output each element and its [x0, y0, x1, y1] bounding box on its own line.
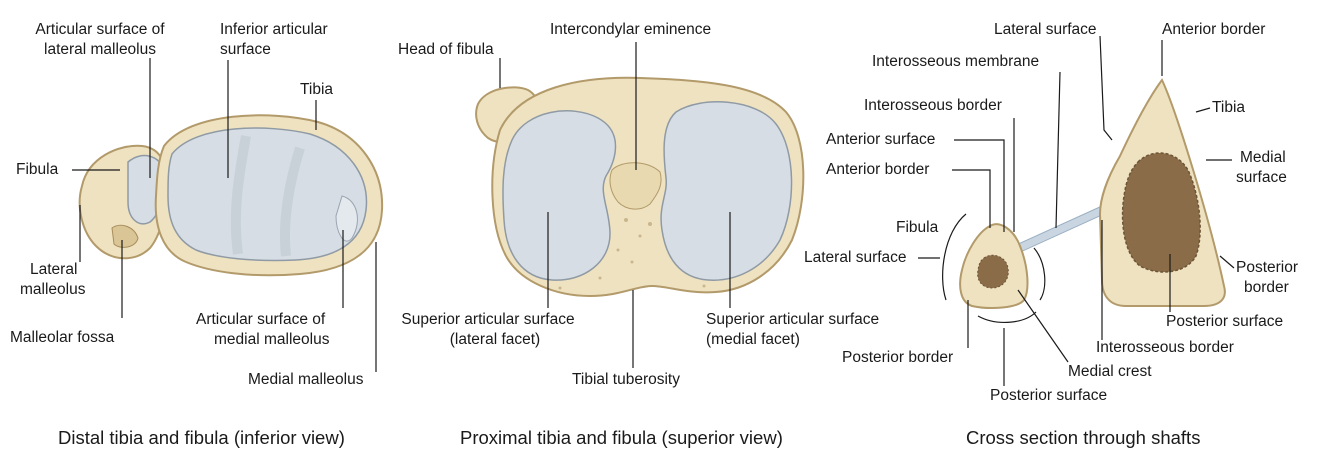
label-tibial-tuberosity: Tibial tuberosity	[572, 370, 680, 390]
label-posterior-border-tibia: Posterior border	[1236, 258, 1298, 298]
label-posterior-surface-fibula: Posterior surface	[990, 386, 1107, 406]
inferior-articular-facet	[168, 128, 366, 260]
label-head-of-fibula: Head of fibula	[398, 40, 494, 60]
label-anterior-border-fibula: Anterior border	[826, 160, 929, 180]
label-malleolar-fossa: Malleolar fossa	[10, 328, 114, 348]
interosseous-membrane-shape	[1014, 206, 1104, 254]
label-medial-malleolus: Medial malleolus	[248, 370, 363, 390]
label-anterior-surface-fibula: Anterior surface	[826, 130, 935, 150]
distal-view-drawing	[80, 115, 382, 275]
label-inferior-articular-surface: Inferior articular surface	[216, 20, 356, 60]
label-medial-surface-tibia: Medial surface	[1236, 148, 1287, 188]
label-lateral-surface-fibula: Lateral surface	[804, 248, 907, 268]
label-articular-surface-lateral-malleolus: Articular surface of lateral malleolus	[26, 20, 174, 60]
caption-distal-view: Distal tibia and fibula (inferior view)	[58, 426, 345, 450]
label-tibia-distal: Tibia	[300, 80, 333, 100]
label-interosseous-border-tibia: Interosseous border	[1096, 338, 1234, 358]
label-lateral-surface-tibia: Lateral surface	[994, 20, 1097, 40]
label-tibia-cross: Tibia	[1212, 98, 1245, 118]
proximal-view-drawing	[476, 78, 803, 296]
label-lateral-malleolus: Lateral malleolus	[20, 260, 85, 300]
label-medial-crest: Medial crest	[1068, 362, 1152, 382]
label-interosseous-membrane: Interosseous membrane	[872, 52, 1039, 72]
label-superior-articular-medial: Superior articular surface (medial facet…	[706, 310, 879, 350]
caption-proximal-view: Proximal tibia and fibula (superior view…	[460, 426, 783, 450]
fibula-marrow-cavity	[978, 255, 1009, 288]
label-anterior-border-tibia: Anterior border	[1162, 20, 1265, 40]
label-posterior-border-fibula: Posterior border	[842, 348, 953, 368]
label-superior-articular-lateral: Superior articular surface (lateral face…	[388, 310, 588, 350]
label-interosseous-border-fibula: Interosseous border	[864, 96, 1002, 116]
label-fibula-distal: Fibula	[16, 160, 58, 180]
lateral-facet	[503, 111, 616, 280]
cross-section-drawing	[943, 80, 1225, 322]
label-fibula-cross: Fibula	[896, 218, 938, 238]
label-intercondylar-eminence: Intercondylar eminence	[550, 20, 711, 40]
label-posterior-surface-tibia: Posterior surface	[1166, 312, 1283, 332]
label-articular-surface-medial-malleolus: Articular surface of medial malleolus	[196, 310, 329, 350]
caption-cross-section: Cross section through shafts	[966, 426, 1200, 450]
